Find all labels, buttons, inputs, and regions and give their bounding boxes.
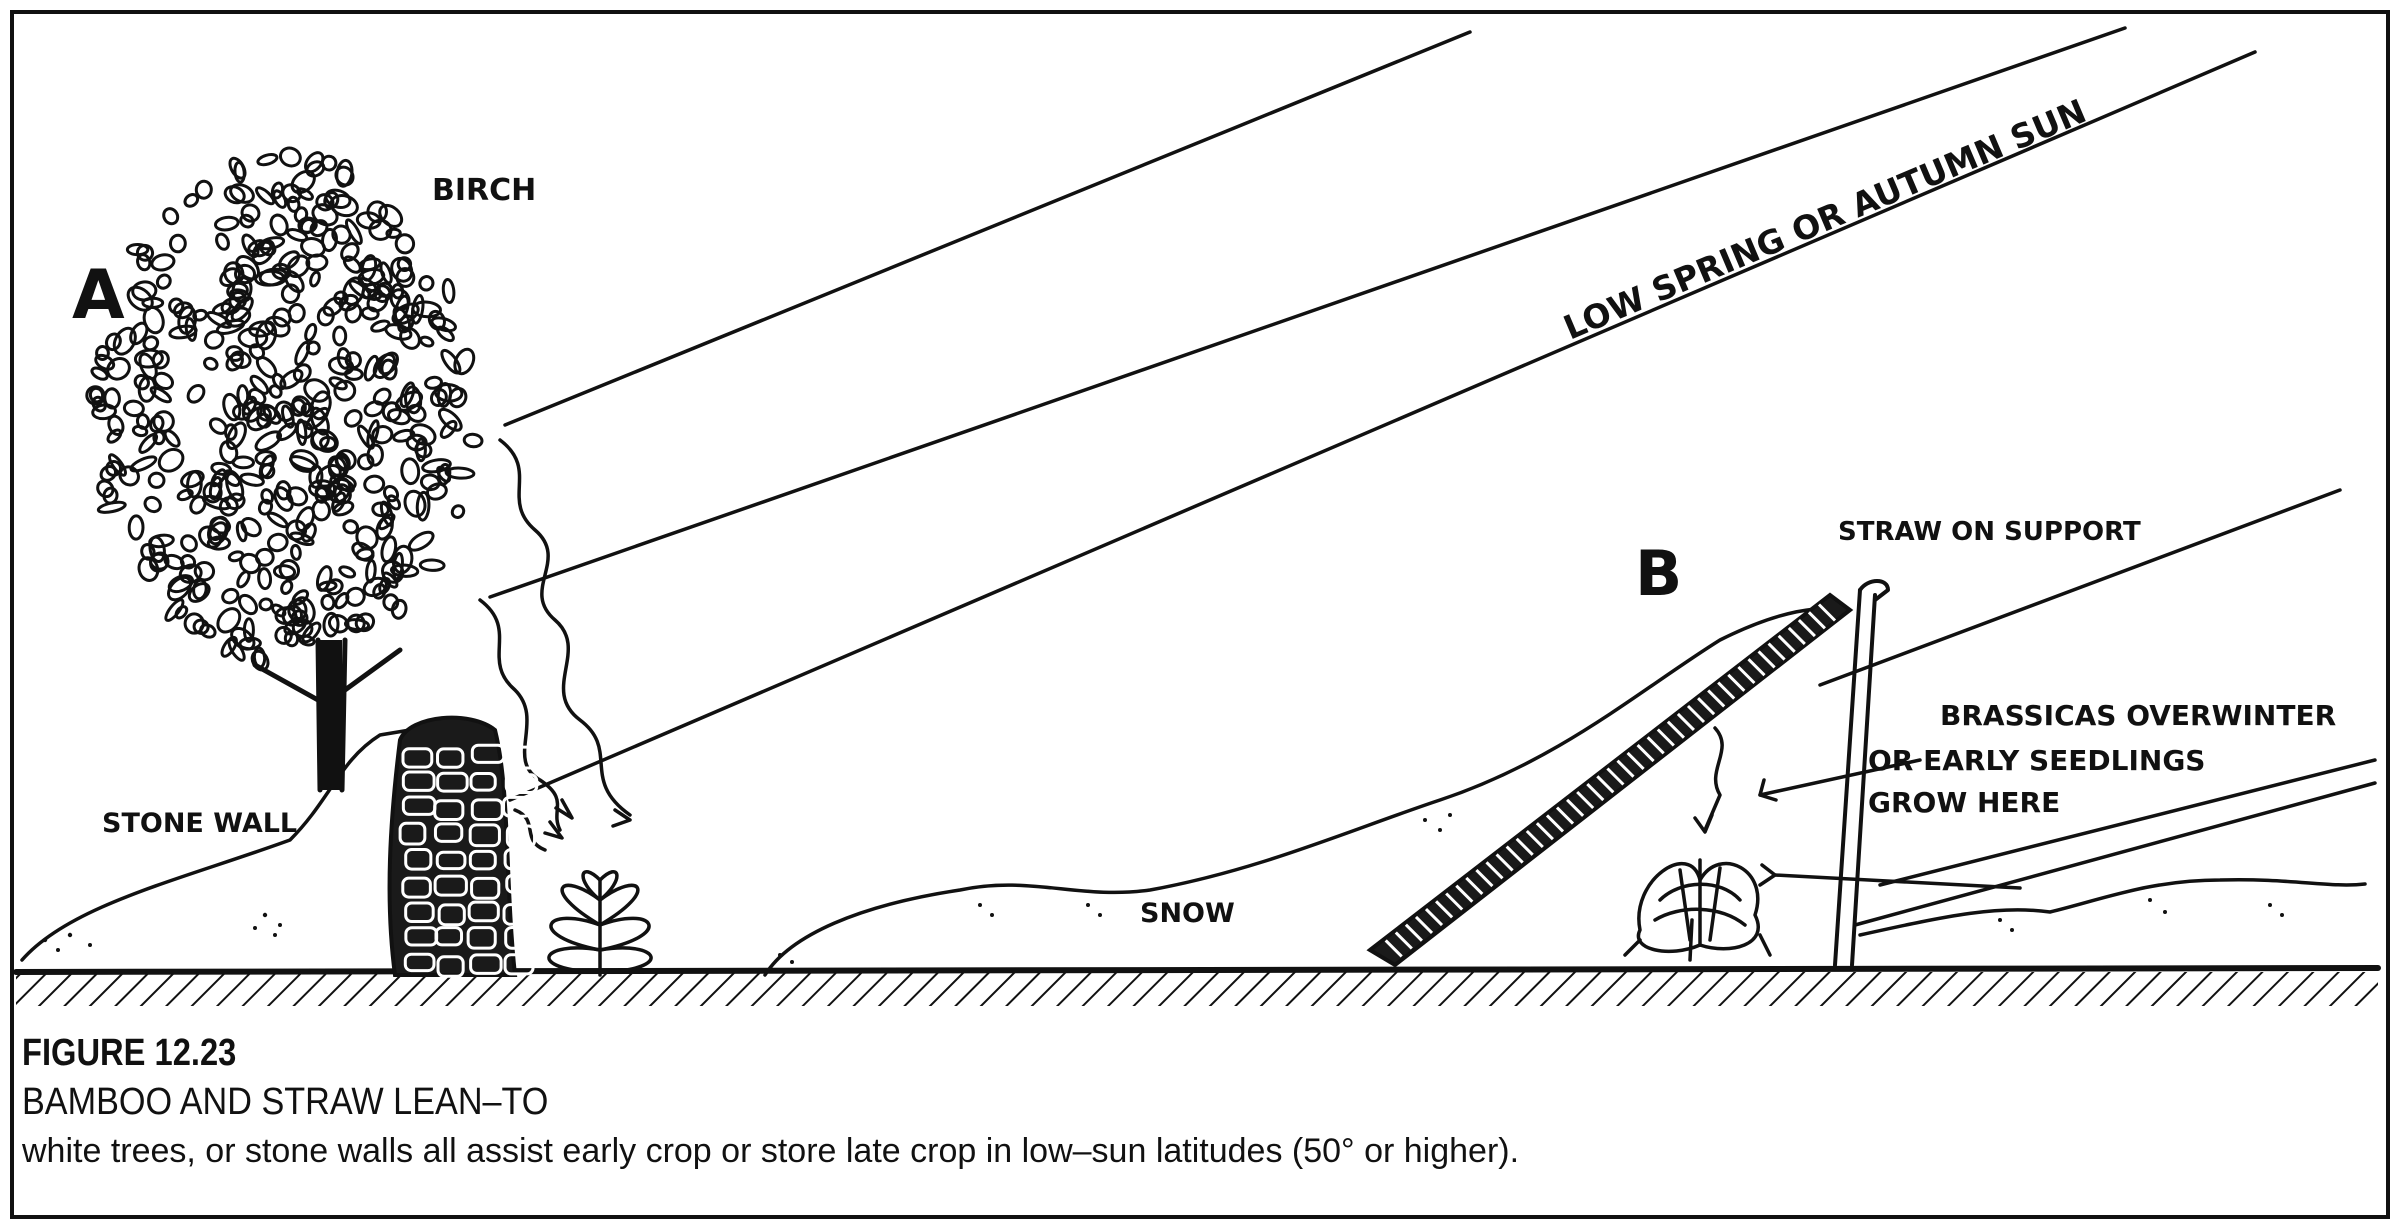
figure-number: FIGURE 12.23 xyxy=(22,1032,237,1074)
panel-a-label: A xyxy=(72,256,125,335)
brassica-plant xyxy=(1623,858,1772,962)
stone-wall-label: STONE WALL xyxy=(102,808,297,839)
ground xyxy=(13,965,2381,1006)
birch-label: BIRCH xyxy=(432,173,536,208)
lean-to-structure xyxy=(1366,579,1890,968)
sun-label: LOW SPRING OR AUTUMN SUN xyxy=(1558,91,2092,347)
brassicas-label-line-1: BRASSICAS OVERWINTER xyxy=(1940,699,2336,732)
brassicas-label-line-2: OR EARLY SEEDLINGS xyxy=(1868,744,2205,777)
figure-caption: FIGURE 12.23 BAMBOO AND STRAW LEAN–TO wh… xyxy=(22,1032,2362,1171)
ray-arrowheads xyxy=(543,758,1922,887)
birch-tree xyxy=(85,146,484,793)
snow-stipple xyxy=(42,813,2284,964)
figure-title: BAMBOO AND STRAW LEAN–TO xyxy=(22,1081,549,1123)
seedling-plant-a xyxy=(547,870,653,977)
figure-description: white trees, or stone walls all assist e… xyxy=(22,1132,1520,1170)
straw-label: STRAW ON SUPPORT xyxy=(1838,517,2141,547)
stone-wall xyxy=(387,715,539,978)
sun-rays xyxy=(478,26,2377,927)
panel-b-label: B xyxy=(1635,537,1682,610)
birch-canopy xyxy=(85,146,484,672)
straw-hatching xyxy=(1384,603,1837,958)
figure-frame xyxy=(10,10,2390,1219)
snow-mounds xyxy=(20,606,2367,977)
snow-label: SNOW xyxy=(1140,898,1235,929)
brassicas-label-line-3: GROW HERE xyxy=(1868,786,2060,819)
wall-stones xyxy=(398,743,539,978)
